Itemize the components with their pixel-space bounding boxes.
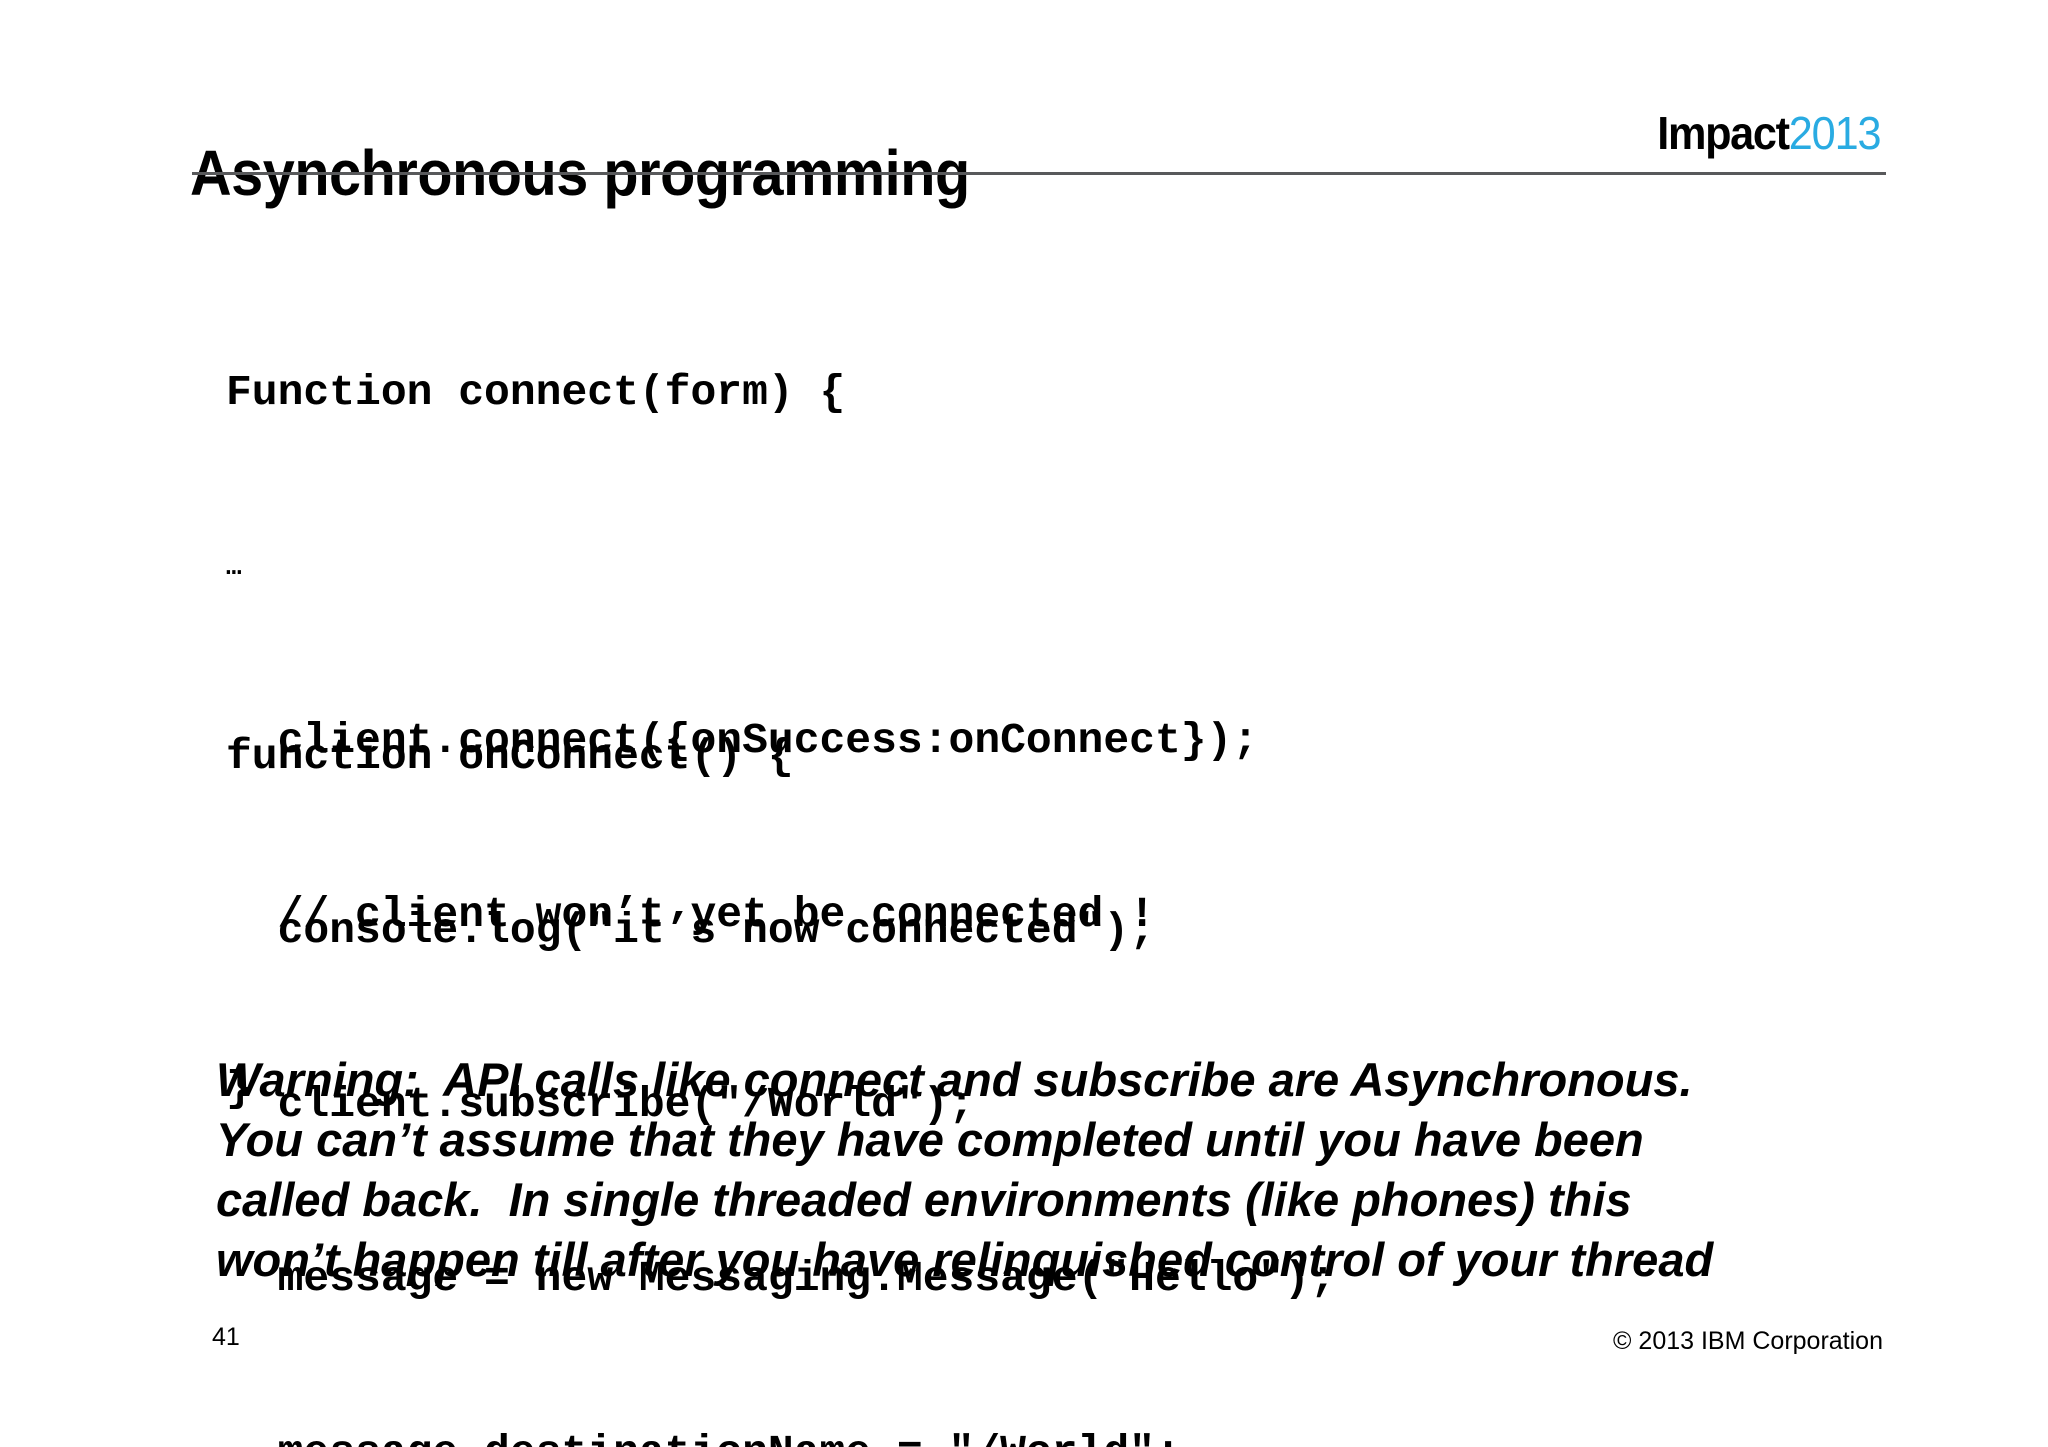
- impact-2013-logo: Impact2013: [1656, 107, 1881, 159]
- code-line-ellipsis: …: [226, 552, 244, 582]
- brand-name-text: Impact: [1656, 107, 1790, 159]
- warning-text-block: Warning: API calls like connect and subs…: [216, 1050, 1713, 1290]
- code-line: function onConnect() {: [226, 732, 794, 781]
- code-line: console.log("it’s now connected");: [226, 906, 1155, 955]
- slide-number: 41: [212, 1323, 240, 1351]
- warning-line: won’t happen till after you have relinqu…: [216, 1233, 1714, 1286]
- brand-year-text: 2013: [1788, 107, 1881, 159]
- code-line: // client won’t yet be connected !: [226, 890, 1155, 939]
- code-block-onconnect: function onConnect() { console.log("it’s…: [226, 612, 1336, 1447]
- code-line: client.subscribe("/World");: [226, 1080, 975, 1129]
- warning-line: Warning: API calls like connect and subs…: [216, 1053, 1693, 1106]
- code-block-connect: Function connect(form) { … client.connec…: [226, 248, 1258, 1234]
- code-line: Function connect(form) {: [226, 368, 846, 417]
- warning-line: called back. In single threaded environm…: [216, 1173, 1632, 1226]
- warning-line: You can’t assume that they have complete…: [216, 1113, 1644, 1166]
- code-line: client.connect({onSuccess:onConnect});: [226, 716, 1259, 765]
- title-divider: [192, 172, 1886, 175]
- copyright-notice: © 2013 IBM Corporation: [1613, 1327, 1883, 1355]
- code-line: message = new Messaging.Message("Hello")…: [226, 1254, 1336, 1303]
- code-line: }: [226, 1064, 252, 1113]
- code-line: message.destinationName = "/World";: [226, 1424, 1336, 1447]
